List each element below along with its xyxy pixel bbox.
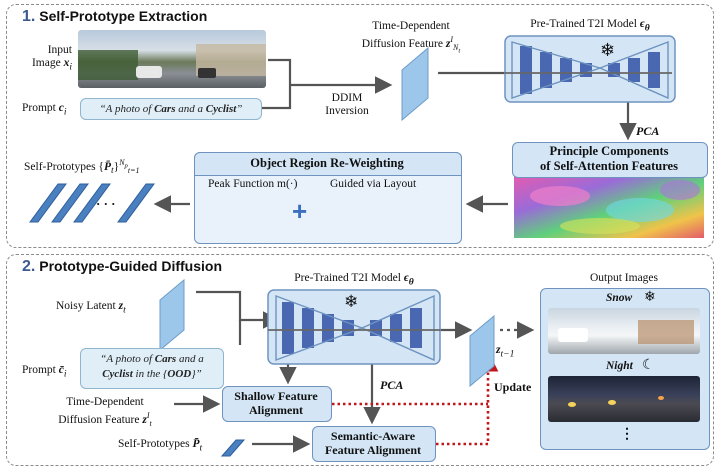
snowflake-icon: ❄ xyxy=(644,290,656,305)
heatmap-image xyxy=(514,176,704,238)
pc-box xyxy=(512,142,708,178)
semantic-alignment-label: Semantic-Aware Feature Alignment xyxy=(324,429,422,457)
reweight-title-bar xyxy=(194,152,462,176)
output-images-title: Output Images xyxy=(589,272,659,284)
model-title-1: Pre-Trained T2I Model ϵθ xyxy=(530,18,650,34)
snowflake-icon: ❄ xyxy=(600,40,616,60)
self-prototypes-label-2: Self-Prototypes P̄t xyxy=(118,438,203,454)
prototype-dots: · · · xyxy=(96,196,116,211)
snow-label: Snow xyxy=(606,292,633,304)
semantic-alignment-box xyxy=(312,426,436,462)
snow-output-photo xyxy=(548,308,700,354)
self-prototype-bars xyxy=(29,183,155,223)
prompt-label-1: Prompt ci xyxy=(22,102,67,118)
prompt-box-2: “A photo of Cars and a Cyclist in the {O… xyxy=(80,348,224,389)
input-photo xyxy=(78,30,266,88)
tdf-label-1: Time-Dependent Diffusion Feature zINt xyxy=(361,20,461,55)
peak-label: Peak Function m(·) xyxy=(208,178,298,190)
ddim-connector xyxy=(262,58,393,110)
unet-2 xyxy=(267,289,441,365)
reweight-title: Object Region Re-Weighting xyxy=(250,156,404,170)
noisy-latent-label: Noisy Latent zt xyxy=(56,300,126,316)
feature-slab-1 xyxy=(401,46,429,122)
section2-title: 2. Prototype-Guided Diffusion xyxy=(22,258,222,275)
ddim-label: DDIM Inversion xyxy=(325,92,369,117)
plus-sign: + xyxy=(292,196,308,226)
self-proto-slab-2 xyxy=(220,439,246,457)
pca-label-1: PCA xyxy=(636,124,660,138)
update-semantic-dotted xyxy=(436,350,499,446)
zt1-label: zt−1 xyxy=(496,344,515,360)
pc-title: Principle Components of Self-Attention F… xyxy=(540,144,678,173)
model-title-2: Pre-Trained T2I Model ϵθ xyxy=(294,272,414,288)
snowflake-icon: ❄ xyxy=(344,292,359,311)
night-output-photo xyxy=(548,376,700,422)
unet-1 xyxy=(504,35,676,103)
noisy-latent-slab xyxy=(159,278,185,352)
shallow-alignment-box xyxy=(222,386,332,422)
zt1-slab xyxy=(469,314,495,388)
section1-panel xyxy=(6,4,714,248)
output-vdots: ⋮ xyxy=(620,427,634,442)
update-label: Update xyxy=(494,380,532,394)
layout-label: Guided via Layout xyxy=(330,178,417,190)
self-prototypes-label-1: Self-Prototypes {P̄t}Npt=1 xyxy=(24,158,140,177)
prompt-box-1: “A photo of Cars and a Cyclist” xyxy=(80,98,262,120)
moon-icon: ☾ xyxy=(642,358,655,373)
pca-label-2: PCA xyxy=(380,378,404,392)
section1-title: 1. Self-Prototype Extraction xyxy=(22,8,208,25)
prompt-label-2: Prompt c̄i xyxy=(22,364,67,380)
section2-panel xyxy=(6,254,714,466)
tdf-label-2: Time-Dependent Diffusion Feature zIt xyxy=(58,396,152,429)
shallow-alignment-label: Shallow Feature Alignment xyxy=(234,389,318,417)
input-image-label: Input Image xi xyxy=(31,44,72,73)
night-label: Night xyxy=(606,360,633,372)
noisy-to-model-arrow xyxy=(196,290,281,329)
